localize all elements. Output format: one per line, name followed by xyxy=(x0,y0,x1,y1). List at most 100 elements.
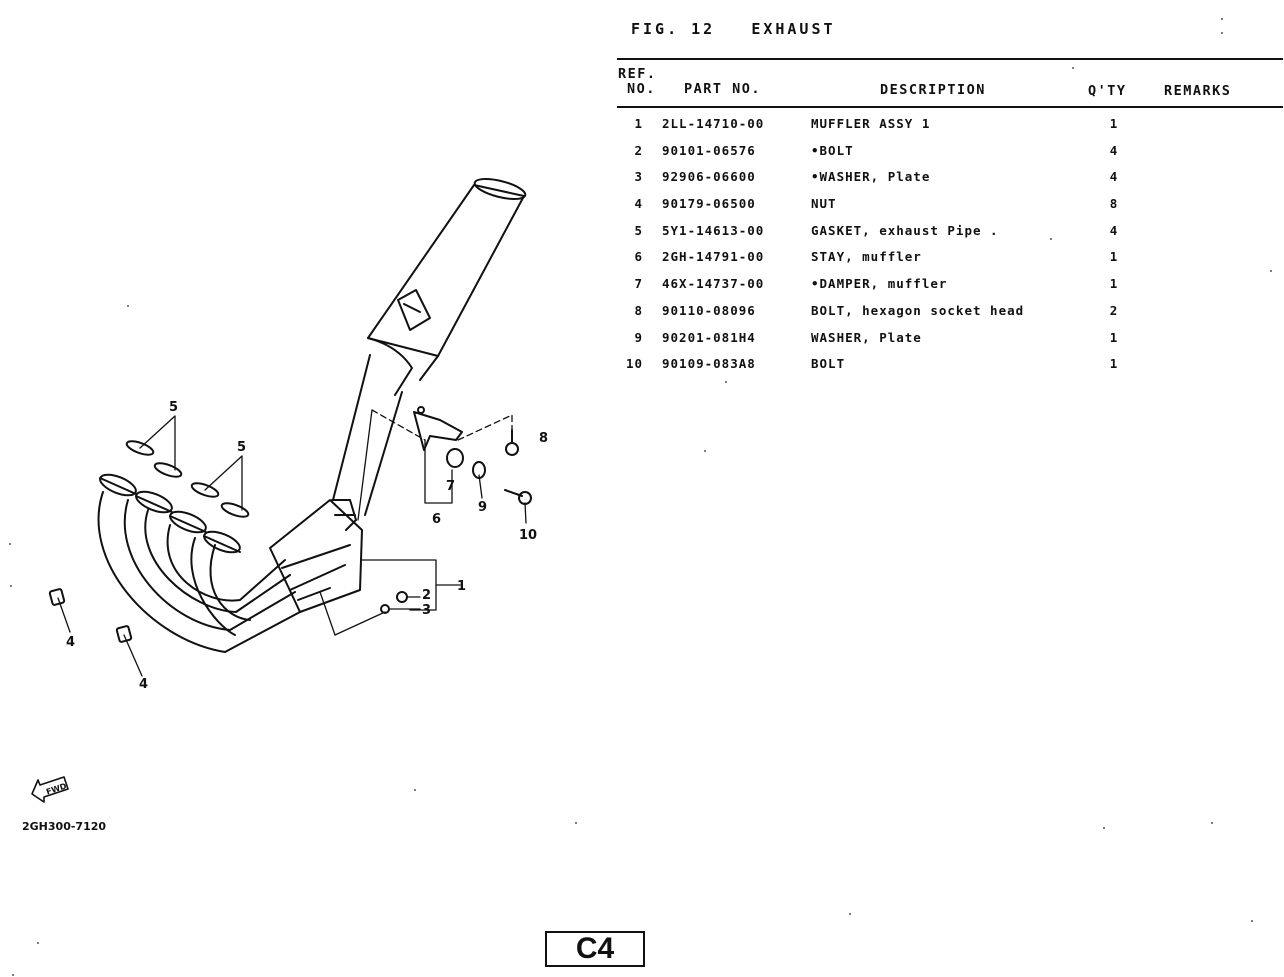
scan-speck xyxy=(9,543,11,545)
scan-speck xyxy=(725,381,727,383)
table-row: 1 2LL-14710-00 MUFFLER ASSY 1 1 xyxy=(617,112,1283,139)
callout-10: 10 xyxy=(519,528,538,543)
cell-part-no: 46X-14737-00 xyxy=(662,276,765,292)
leader-lines xyxy=(57,409,527,677)
table-row: 8 90110-08096 BOLT, hexagon socket head 2 xyxy=(617,299,1283,326)
cell-ref: 9 xyxy=(634,329,643,345)
cell-ref: 1 xyxy=(634,116,643,131)
bolt xyxy=(504,489,532,505)
cell-ref: 7 xyxy=(634,276,643,292)
scan-speck xyxy=(37,942,39,944)
callout-4-left: 4 xyxy=(66,635,76,650)
cell-ref: 5 xyxy=(634,222,643,238)
callout-2: 2 xyxy=(422,588,432,603)
nuts xyxy=(48,588,133,643)
cell-ref: 10 xyxy=(625,356,643,372)
header-qty: Q'TY xyxy=(1088,83,1127,99)
scan-speck xyxy=(1211,822,1213,824)
cell-ref: 8 xyxy=(634,302,643,318)
callout-5-upper: 5 xyxy=(169,400,179,415)
cell-qty: 1 xyxy=(1109,356,1119,372)
header-remarks: REMARKS xyxy=(1164,83,1232,99)
cell-qty: 1 xyxy=(1109,116,1119,131)
cell-part-no: 92906-06600 xyxy=(662,169,756,185)
muffler-body xyxy=(367,178,527,396)
cell-ref: 6 xyxy=(634,249,643,265)
cell-description: GASKET, exhaust Pipe . xyxy=(811,222,999,238)
exhaust-collector xyxy=(269,499,363,613)
cell-part-no: 2LL-14710-00 xyxy=(662,116,765,131)
forward-arrow-icon: FWD xyxy=(30,772,72,804)
figure-number: FIG. 12 xyxy=(631,20,716,38)
scan-speck xyxy=(1103,827,1105,829)
scan-speck xyxy=(10,585,12,587)
callout-3: 3 xyxy=(422,603,432,618)
table-row: 10 90109-083A8 BOLT 1 xyxy=(617,352,1283,379)
table-row: 6 2GH-14791-00 STAY, muffler 1 xyxy=(617,245,1283,272)
cell-qty: 1 xyxy=(1109,249,1119,265)
callout-1: 1 xyxy=(457,579,467,594)
cell-description: BOLT, hexagon socket head xyxy=(811,302,1025,318)
cell-qty: 4 xyxy=(1109,142,1119,158)
cell-qty: 4 xyxy=(1109,169,1119,185)
header-pipes xyxy=(97,473,301,653)
cell-part-no: 2GH-14791-00 xyxy=(662,249,765,265)
scan-speck xyxy=(414,789,416,791)
cell-description: WASHER, Plate xyxy=(811,329,922,345)
cell-description: •DAMPER, muffler xyxy=(811,276,948,292)
scan-speck xyxy=(1221,32,1223,34)
header-ref-line2: NO. xyxy=(627,81,656,97)
scan-speck xyxy=(575,822,577,824)
exhaust-diagram-drawing xyxy=(48,178,532,677)
header-ref-line1: REF. xyxy=(618,66,657,82)
table-row: 4 90179-06500 NUT 8 xyxy=(617,192,1283,219)
cell-part-no: 90179-06500 xyxy=(662,196,756,212)
cell-part-no: 90109-083A8 xyxy=(662,356,756,372)
bolt-hex-socket xyxy=(505,429,519,456)
cell-description: STAY, muffler xyxy=(811,249,922,265)
callout-5-lower: 5 xyxy=(237,440,247,455)
muffler-stay xyxy=(413,406,464,468)
cell-ref: 2 xyxy=(634,142,643,158)
cell-description: BOLT xyxy=(811,356,846,372)
scan-speck xyxy=(704,450,706,452)
cell-part-no: 90201-081H4 xyxy=(662,329,756,345)
header-part-no: PART NO. xyxy=(684,81,762,97)
parts-table: REF. NO. PART NO. DESCRIPTION Q'TY REMAR… xyxy=(617,58,1283,379)
callout-9: 9 xyxy=(478,500,488,515)
scan-speck xyxy=(12,974,14,976)
scan-speck xyxy=(1072,67,1074,69)
cell-description: •BOLT xyxy=(811,142,854,158)
table-header: REF. NO. PART NO. DESCRIPTION Q'TY REMAR… xyxy=(617,58,1283,108)
cell-description: NUT xyxy=(811,196,837,212)
table-row: 3 92906-06600 •WASHER, Plate 4 xyxy=(617,165,1283,192)
cell-part-no: 5Y1-14613-00 xyxy=(662,222,765,238)
scan-speck xyxy=(1270,270,1272,272)
scan-speck xyxy=(1251,920,1253,922)
figure-code: 2GH300-7120 xyxy=(22,820,107,833)
header-description: DESCRIPTION xyxy=(880,82,986,98)
scan-speck xyxy=(849,913,851,915)
cell-description: •WASHER, Plate xyxy=(811,169,931,185)
page-label: C4 xyxy=(545,931,645,967)
exhaust-exploded-diagram xyxy=(0,160,600,720)
cell-ref: 3 xyxy=(634,169,643,185)
cell-qty: 2 xyxy=(1109,302,1119,318)
cell-qty: 1 xyxy=(1109,329,1119,345)
cell-description: MUFFLER ASSY 1 xyxy=(811,116,931,131)
callout-4-bottom: 4 xyxy=(139,677,149,692)
callout-7: 7 xyxy=(446,479,456,494)
scan-speck xyxy=(1221,18,1223,20)
callout-8: 8 xyxy=(539,431,549,446)
cell-part-no: 90110-08096 xyxy=(662,302,756,318)
figure-name: EXHAUST xyxy=(751,20,836,38)
table-row: 9 90201-081H4 WASHER, Plate 1 xyxy=(617,326,1283,353)
scan-speck xyxy=(127,305,129,307)
cell-ref: 4 xyxy=(634,196,643,212)
figure-title: FIG. 12 EXHAUST xyxy=(631,20,836,38)
cell-qty: 8 xyxy=(1109,196,1119,212)
